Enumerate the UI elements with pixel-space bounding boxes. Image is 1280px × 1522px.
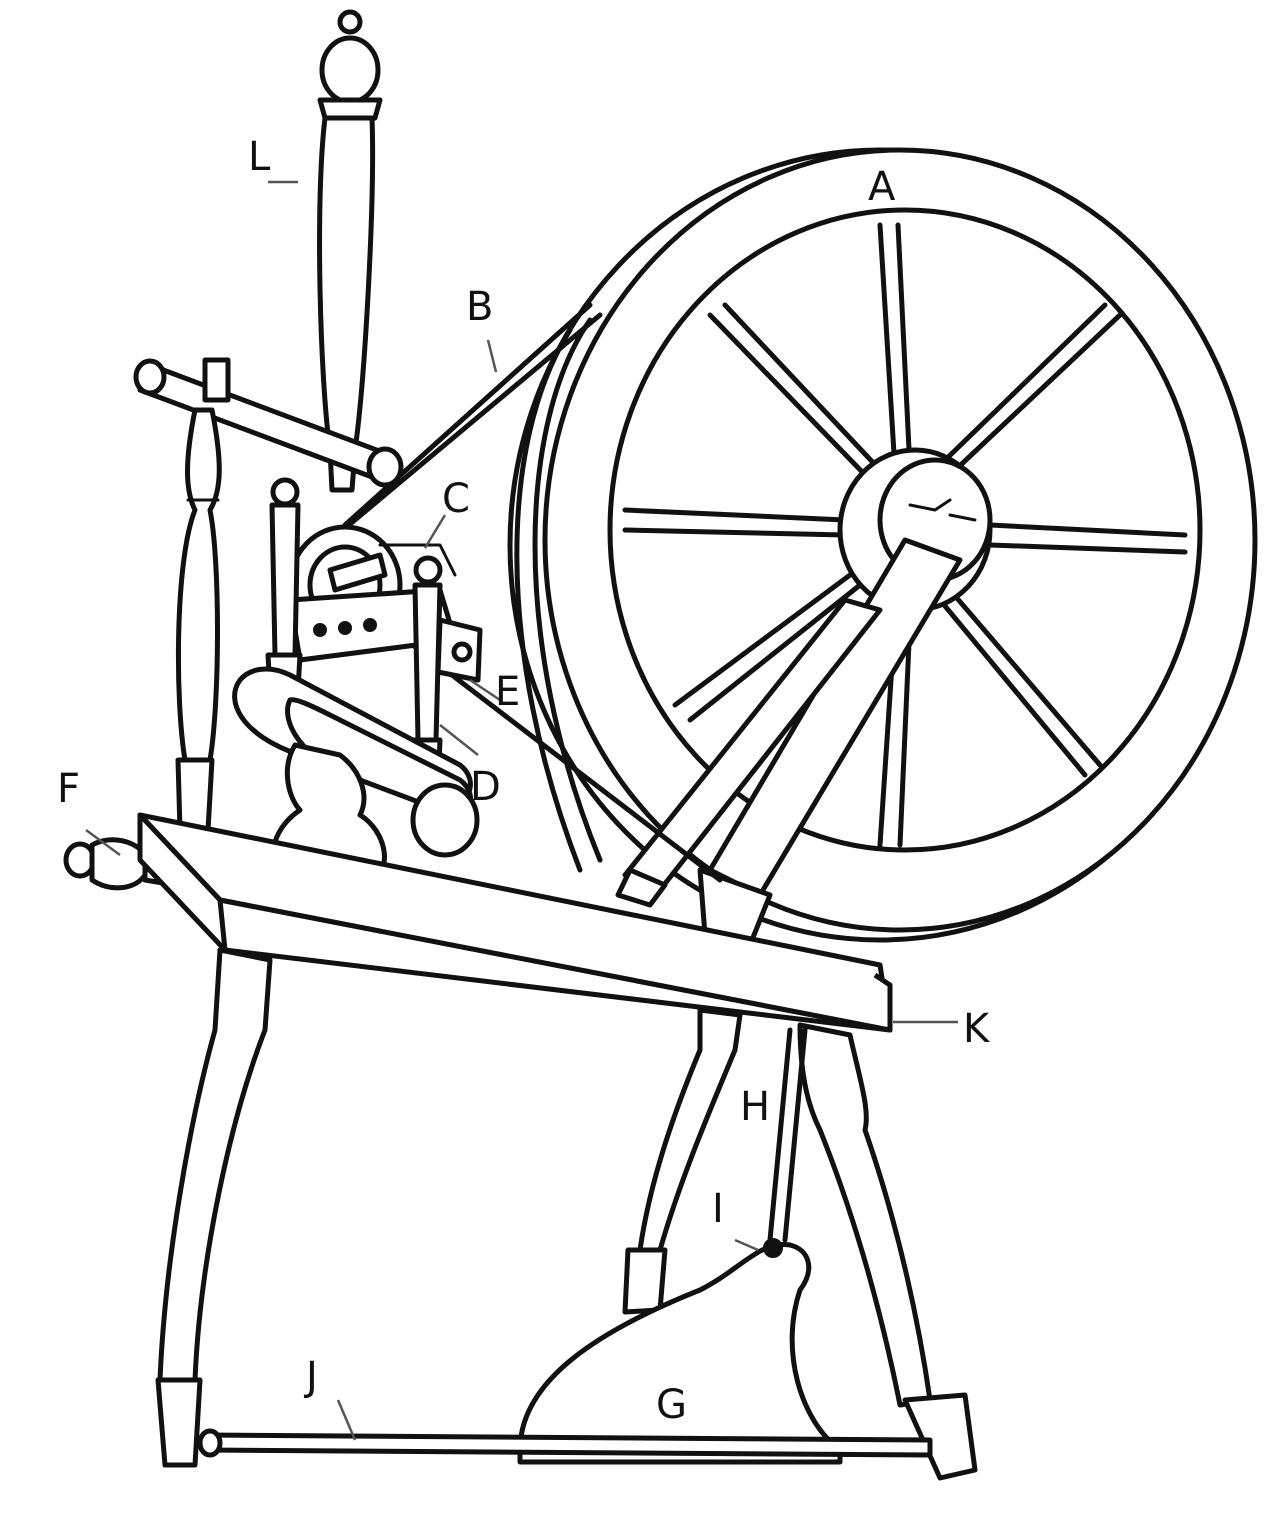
label-e: E bbox=[495, 669, 520, 715]
distaff-arm bbox=[133, 357, 404, 488]
label-k: K bbox=[963, 1006, 991, 1052]
front-maiden bbox=[265, 477, 303, 693]
label-h: H bbox=[740, 1084, 770, 1130]
drive-wheel bbox=[507, 147, 1258, 943]
tension-block bbox=[435, 617, 483, 683]
leader-lines bbox=[85, 180, 958, 1441]
label-j: J bbox=[303, 1354, 318, 1400]
flyer-bobbin bbox=[287, 524, 458, 663]
wheel-uprights bbox=[615, 537, 963, 948]
label-l: L bbox=[248, 134, 271, 180]
label-a: A bbox=[868, 164, 896, 210]
label-b: B bbox=[466, 284, 493, 330]
label-c: C bbox=[442, 476, 470, 522]
label-i: I bbox=[712, 1186, 724, 1232]
table-legs bbox=[155, 947, 978, 1481]
label-g: G bbox=[656, 1382, 687, 1428]
wheel-spokes bbox=[622, 222, 1188, 848]
footman bbox=[767, 1027, 808, 1243]
treadle-bar bbox=[197, 1428, 933, 1458]
maiden-post bbox=[175, 407, 222, 833]
label-d: D bbox=[470, 764, 501, 810]
table bbox=[137, 812, 893, 1033]
label-f: F bbox=[57, 766, 80, 812]
distaff bbox=[317, 9, 383, 493]
treadle bbox=[517, 1238, 843, 1465]
part-labels: A B C D E F G H I J K L bbox=[57, 134, 991, 1428]
